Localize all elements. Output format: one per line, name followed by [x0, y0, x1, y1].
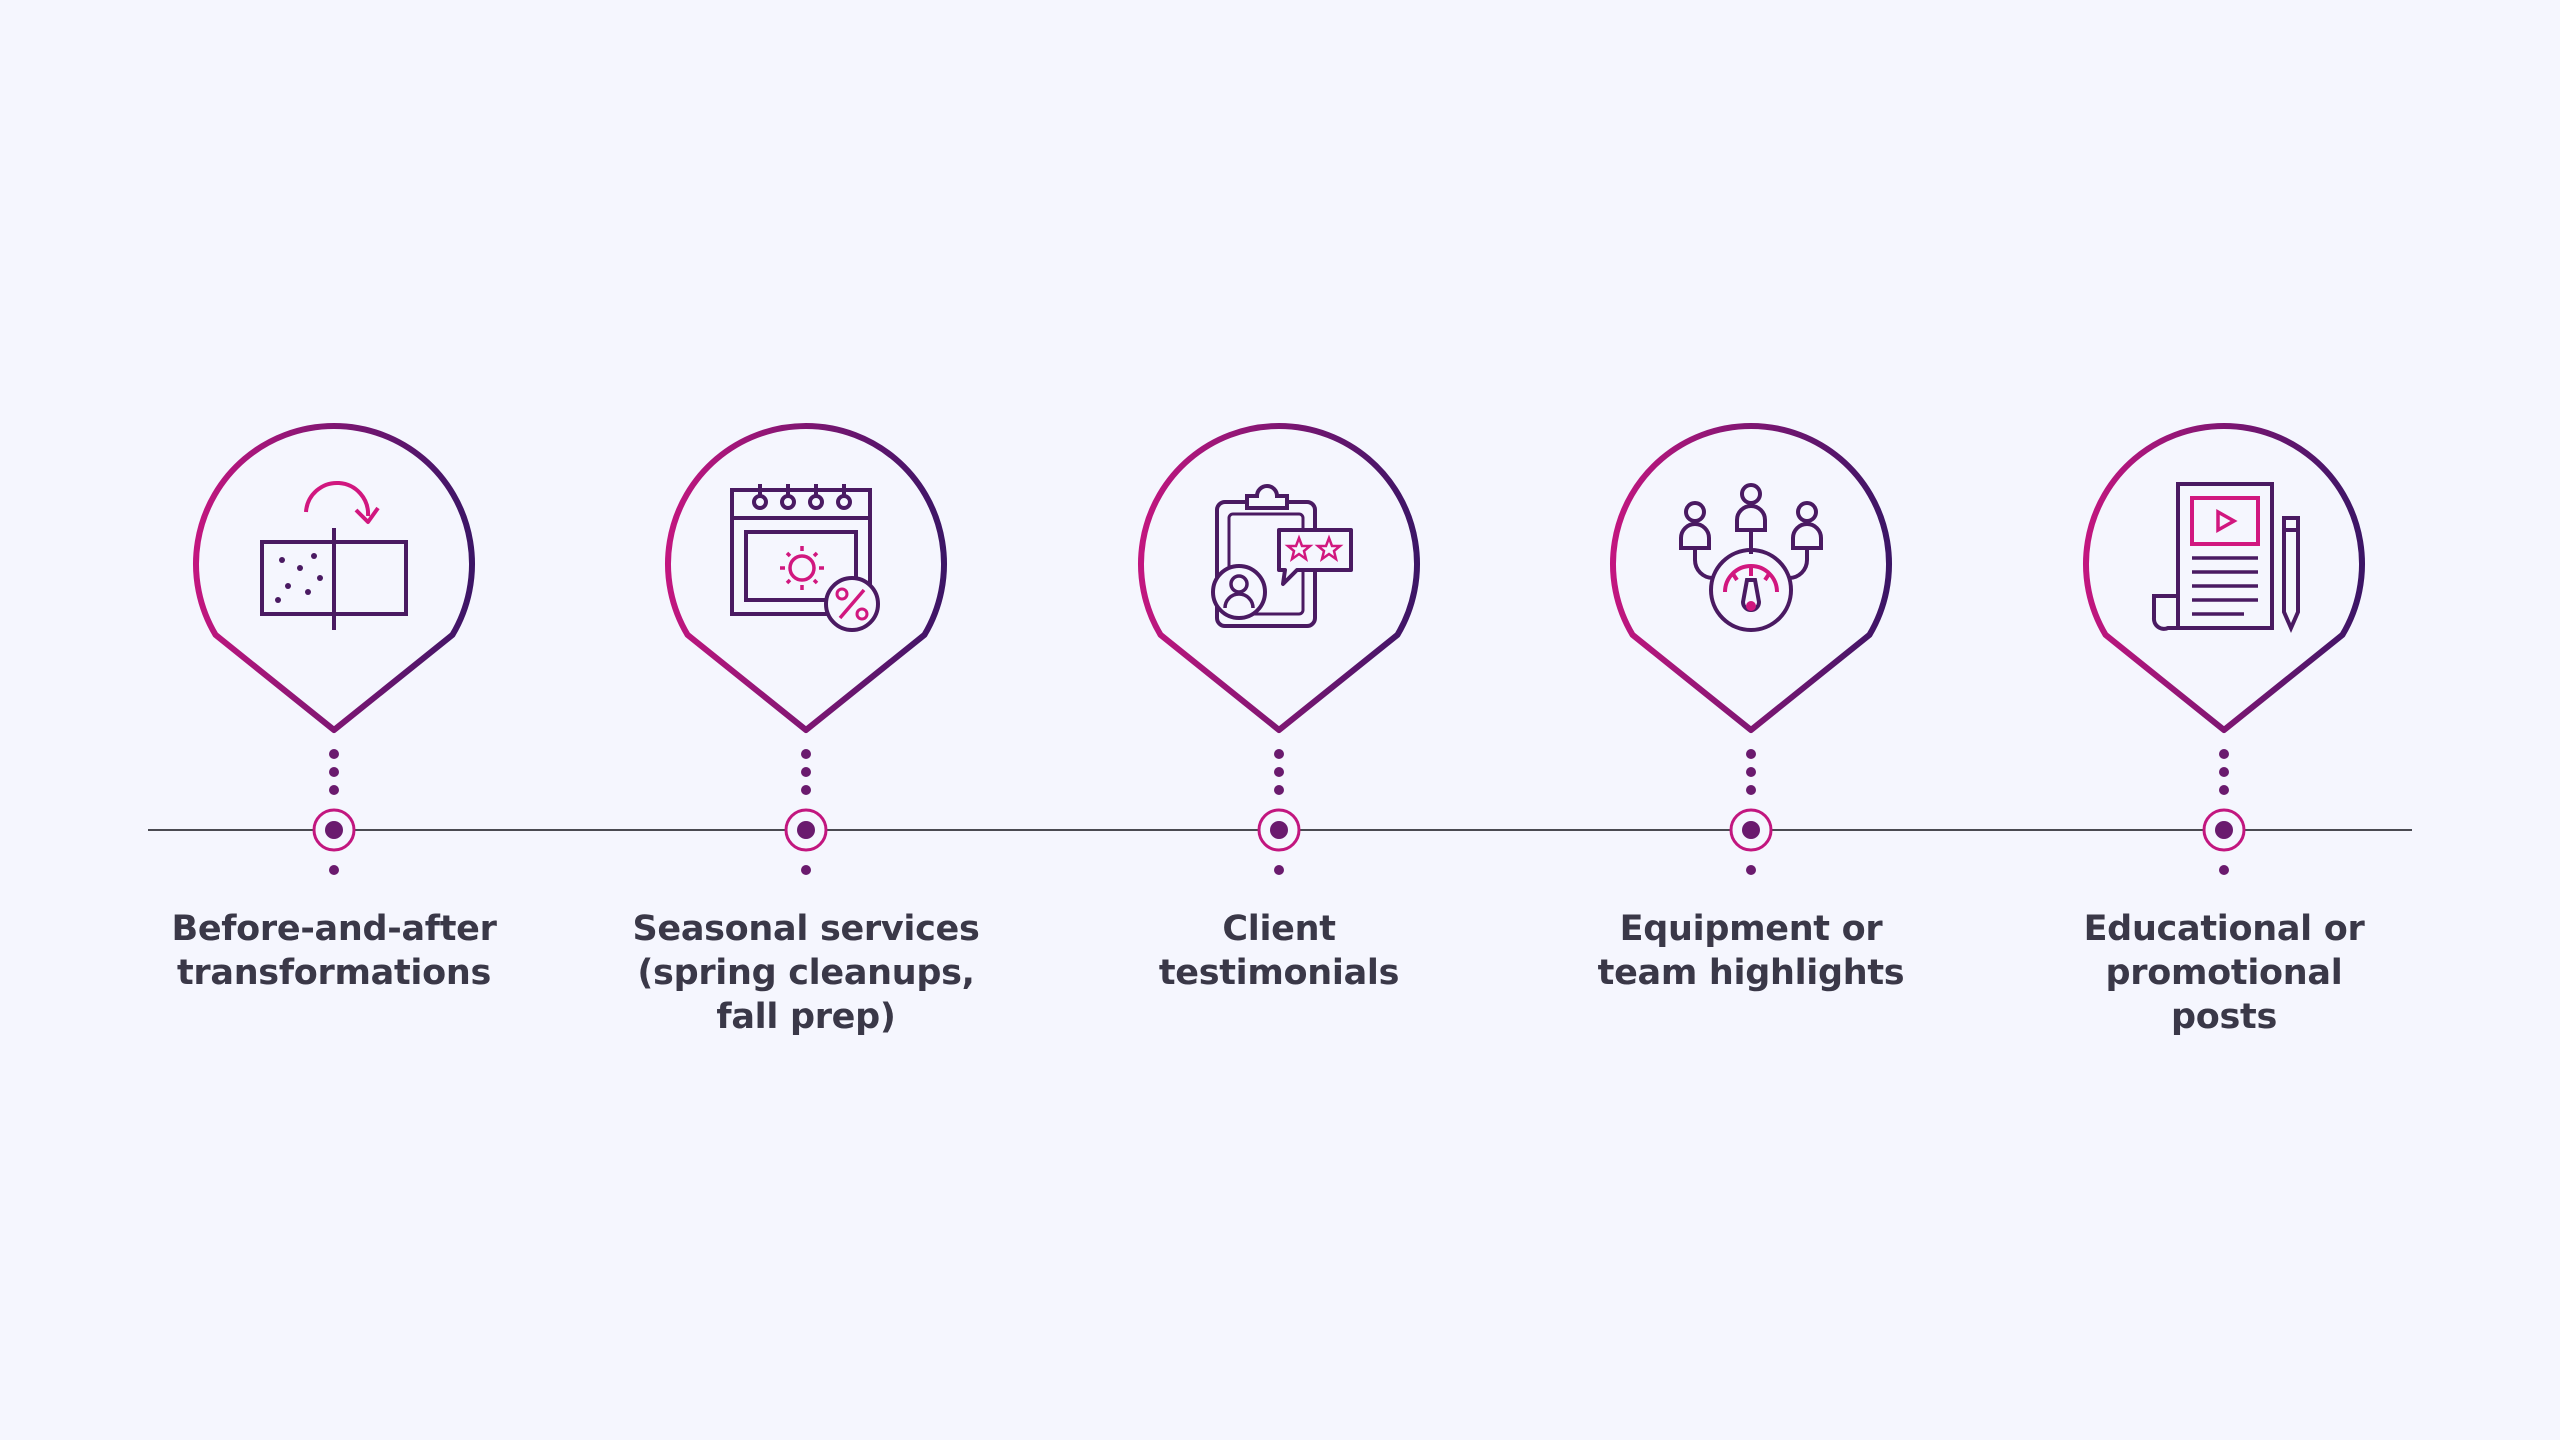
connector-dots: [1746, 749, 1756, 875]
connector-dots: [329, 749, 339, 875]
milestone-2: [665, 423, 947, 875]
milestone-5: [2083, 423, 2365, 875]
milestone-4: [1610, 423, 1892, 875]
educational-post-icon: [2152, 482, 2300, 633]
connector-dots: [2219, 749, 2229, 875]
timeline-node: [1729, 808, 1773, 852]
connector-dots: [1274, 749, 1284, 875]
pin-marker: [2083, 423, 2365, 733]
milestone-label-3: Client testimonials: [1158, 909, 1400, 993]
pin-marker: [1610, 423, 1892, 733]
connector-dots: [801, 749, 811, 875]
timeline-node: [1257, 808, 1301, 852]
timeline-node: [312, 808, 356, 852]
pin-marker: [1138, 423, 1420, 733]
milestone-label-5: Educational or promotional posts: [2083, 909, 2365, 1037]
timeline-node: [784, 808, 828, 852]
milestone-1: [193, 423, 475, 875]
milestone-3: [1138, 423, 1420, 875]
team-equipment-icon: [1679, 483, 1823, 632]
milestone-label-2: Seasonal services (spring cleanups, fall…: [632, 909, 980, 1037]
milestone-label-1: Before-and-after transformations: [171, 909, 497, 993]
milestone-label-4: Equipment or team highlights: [1597, 909, 1905, 993]
seasonal-calendar-icon: [730, 484, 880, 632]
pin-marker: [193, 423, 475, 733]
client-testimonial-icon: [1211, 484, 1353, 628]
pin-marker: [665, 423, 947, 733]
timeline-node: [2202, 808, 2246, 852]
before-after-icon: [260, 481, 408, 630]
